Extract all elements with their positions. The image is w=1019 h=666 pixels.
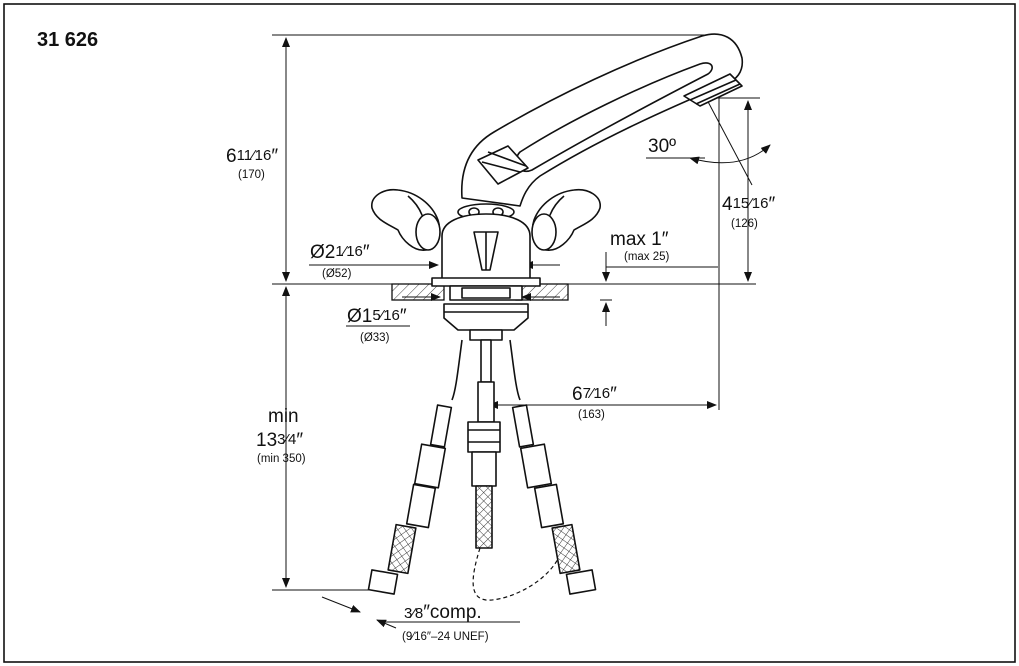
svg-text:max 1″: max 1″ bbox=[610, 229, 669, 250]
svg-text:(max 25): (max 25) bbox=[624, 251, 670, 263]
left-supply-hose bbox=[367, 404, 453, 595]
svg-text:Ø21⁄16″: Ø21⁄16″ bbox=[310, 242, 370, 263]
svg-text:(126): (126) bbox=[731, 218, 758, 230]
right-supply-hose bbox=[511, 404, 597, 595]
svg-text:(min 350): (min 350) bbox=[257, 453, 306, 465]
dim-hole-diameter: Ø15⁄16″ (Ø33) bbox=[347, 306, 407, 344]
svg-text:611⁄16″: 611⁄16″ bbox=[226, 146, 278, 167]
dim-min-hose-length: min 133⁄4″ (min 350) bbox=[256, 406, 306, 465]
svg-text:min: min bbox=[268, 406, 299, 427]
dim-base-diameter: Ø21⁄16″ (Ø52) bbox=[310, 242, 370, 280]
dim-total-height: 611⁄16″ (170) bbox=[226, 146, 278, 181]
svg-text:(Ø33): (Ø33) bbox=[360, 332, 390, 344]
model-number: 31 626 bbox=[37, 29, 98, 51]
faucet-illustration bbox=[367, 33, 744, 601]
center-hose-connector bbox=[467, 421, 501, 453]
dim-connection: 3⁄8″comp. (9⁄16″–24 UNEF) bbox=[402, 602, 489, 643]
svg-text:(9⁄16″–24 UNEF): (9⁄16″–24 UNEF) bbox=[402, 631, 489, 643]
drawing-frame bbox=[3, 3, 1016, 663]
svg-text:(Ø52): (Ø52) bbox=[322, 268, 352, 280]
mounting-nut bbox=[443, 303, 529, 331]
svg-text:Ø15⁄16″: Ø15⁄16″ bbox=[347, 306, 407, 327]
dim-spout-height: 415⁄16″ (126) bbox=[722, 194, 775, 230]
dim-max-thickness: max 1″ (max 25) bbox=[610, 229, 670, 263]
dim-reach: 67⁄16″ (163) bbox=[572, 384, 617, 421]
svg-text:(170): (170) bbox=[238, 169, 265, 181]
svg-text:(163): (163) bbox=[578, 409, 605, 421]
dim-angle: 30º bbox=[648, 136, 676, 157]
svg-text:67⁄16″: 67⁄16″ bbox=[572, 384, 617, 405]
center-hose bbox=[475, 485, 493, 549]
svg-text:133⁄4″: 133⁄4″ bbox=[256, 430, 303, 451]
svg-text:415⁄16″: 415⁄16″ bbox=[722, 194, 775, 215]
dimension-lines bbox=[282, 37, 771, 629]
svg-text:3⁄8″comp.: 3⁄8″comp. bbox=[404, 602, 482, 623]
base-flange bbox=[431, 277, 541, 287]
